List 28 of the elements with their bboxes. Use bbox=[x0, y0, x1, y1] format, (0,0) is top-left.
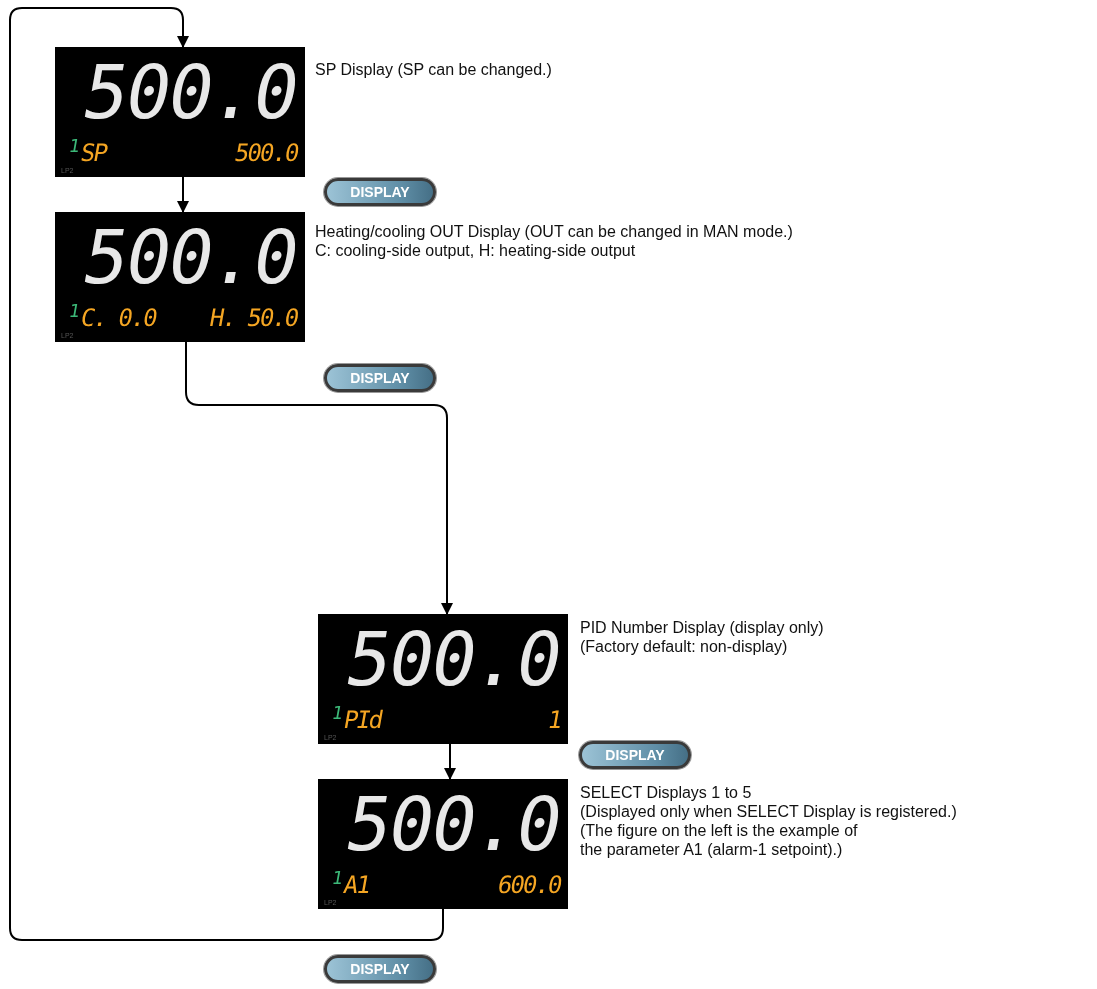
display-key: DISPLAY bbox=[324, 178, 436, 206]
description-text: (Displayed only when SELECT Display is registered.) bbox=[580, 802, 957, 821]
display-key: DISPLAY bbox=[324, 364, 436, 392]
description-text: SELECT Displays 1 to 5 bbox=[580, 783, 753, 802]
value-readout: H. 50.0 bbox=[207, 306, 300, 330]
display-key: DISPLAY bbox=[579, 741, 691, 769]
description-text: PID Number Display (display only) bbox=[580, 618, 824, 637]
display-panel bbox=[55, 212, 305, 342]
main-readout: 500.0 bbox=[340, 787, 567, 861]
display-key: DISPLAY bbox=[324, 955, 436, 983]
main-readout: 500.0 bbox=[77, 220, 304, 294]
value-readout: 600.0 bbox=[495, 873, 563, 897]
description-text: (The figure on the left is the example of the parameter A1 (alarm-1 setpoint).) bbox=[580, 821, 859, 859]
main-readout: 500.0 bbox=[77, 55, 304, 129]
display-panel bbox=[318, 779, 568, 909]
arrow bbox=[444, 743, 456, 780]
value-readout: 1 bbox=[545, 708, 563, 732]
display-panel bbox=[318, 614, 568, 744]
arrow bbox=[185, 341, 453, 615]
main-readout: 500.0 bbox=[340, 622, 567, 696]
description-text: C: cooling-side output, H: heating-side output bbox=[315, 241, 637, 260]
description-text: Heating/cooling OUT Display (OUT can be changed in MAN mode.) bbox=[315, 222, 793, 241]
arrow bbox=[177, 176, 189, 213]
description-text: SP Display (SP can be changed.) bbox=[315, 60, 552, 79]
description-text: (Factory default: non-display) bbox=[580, 637, 789, 656]
value-readout: 500.0 bbox=[232, 141, 300, 165]
display-panel bbox=[55, 47, 305, 177]
arrow bbox=[9, 7, 444, 941]
